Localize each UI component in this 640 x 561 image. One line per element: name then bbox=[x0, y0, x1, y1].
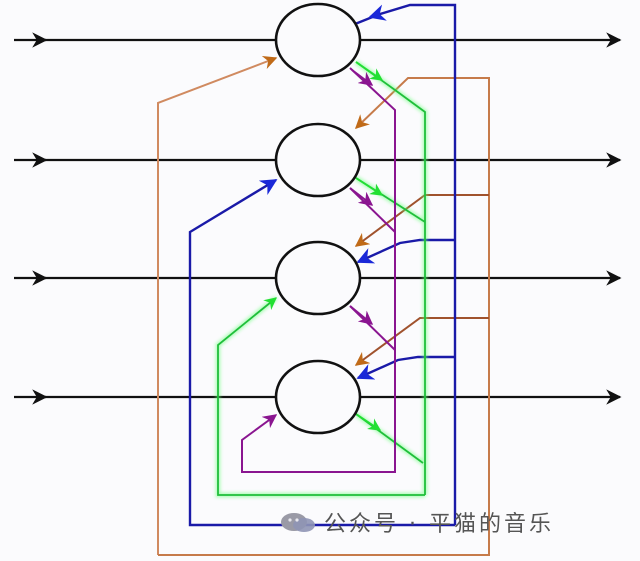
wechat-logo-icon bbox=[281, 513, 315, 532]
feedback-neuron-3 bbox=[215, 59, 428, 498]
neuron-2 bbox=[274, 122, 362, 198]
signal-lines bbox=[14, 32, 622, 405]
neuron-3 bbox=[274, 240, 362, 316]
feedback-neuron-4 bbox=[241, 67, 396, 473]
feedback-neuron-2 bbox=[188, 3, 457, 527]
watermark: 公众号 · 平猫的音乐 bbox=[278, 506, 554, 538]
neuron-4 bbox=[274, 359, 362, 435]
watermark-text: 公众号 · 平猫的音乐 bbox=[324, 512, 554, 537]
neurons bbox=[274, 2, 362, 435]
neuron-1 bbox=[274, 2, 362, 78]
